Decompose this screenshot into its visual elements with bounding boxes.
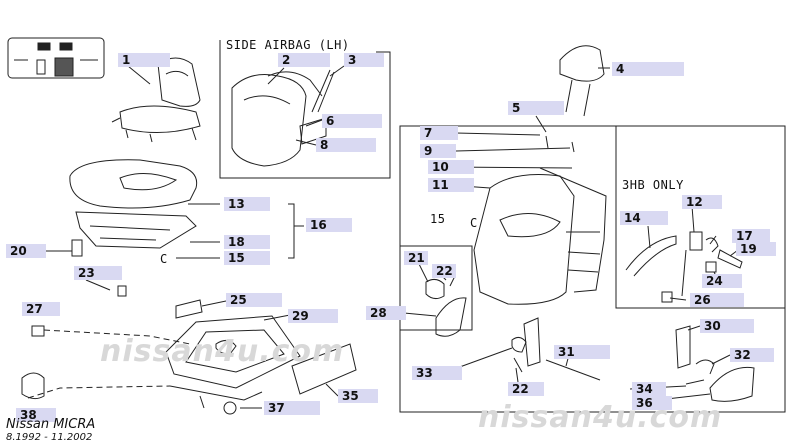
seat-assembly-drawing <box>111 57 201 143</box>
callout-36[interactable]: 36 <box>632 396 672 410</box>
callout-19[interactable]: 19 <box>736 242 776 256</box>
callout-27[interactable]: 27 <box>22 302 60 316</box>
watermark-center: nissan4u.com <box>100 334 345 369</box>
callout-5[interactable]: 5 <box>508 101 564 115</box>
callout-22-lower[interactable]: 22 <box>508 382 544 396</box>
airbag-seatback-drawing <box>231 69 335 167</box>
callout-18[interactable]: 18 <box>224 235 270 249</box>
callout-23[interactable]: 23 <box>74 266 122 280</box>
callout-11[interactable]: 11 <box>428 178 474 192</box>
option-label: 3HB ONLY <box>622 178 684 192</box>
callout-22-upper[interactable]: 22 <box>432 264 456 278</box>
side-airbag-label: SIDE AIRBAG (LH) <box>226 38 350 52</box>
side-cover-drawing <box>675 325 755 402</box>
interior-location-icon <box>7 37 105 79</box>
callout-26[interactable]: 26 <box>690 293 744 307</box>
model-name: Nissan MICRA <box>6 417 96 432</box>
callout-15[interactable]: 15 <box>224 251 270 265</box>
lever-parts-drawing <box>625 231 743 303</box>
callout-32[interactable]: 32 <box>730 348 774 362</box>
seat-slide-drawing <box>165 299 357 409</box>
callout-1[interactable]: 1 <box>118 53 170 67</box>
callout-31[interactable]: 31 <box>554 345 610 359</box>
callout-34[interactable]: 34 <box>632 382 666 396</box>
callout-38[interactable]: 38 <box>16 408 56 422</box>
production-period: 8.1992 - 11.2002 <box>6 432 93 443</box>
recliner-parts-drawing <box>425 272 601 381</box>
seatback-drawing <box>473 135 607 305</box>
callout-17[interactable]: 17 <box>732 229 770 243</box>
callout-3[interactable]: 3 <box>344 53 384 67</box>
callout-6[interactable]: 6 <box>322 114 382 128</box>
ref-15-label: 15 <box>430 212 446 226</box>
ref-c-label: C <box>470 216 478 230</box>
callout-13[interactable]: 13 <box>224 197 270 211</box>
callout-4[interactable]: 4 <box>612 62 684 76</box>
seat-cushion-drawing <box>69 159 198 257</box>
callout-20[interactable]: 20 <box>6 244 46 258</box>
callout-25[interactable]: 25 <box>226 293 282 307</box>
callout-35[interactable]: 35 <box>338 389 378 403</box>
ref-c-left-label: C <box>160 252 168 266</box>
callout-12[interactable]: 12 <box>682 195 722 209</box>
small-parts-drawing <box>21 285 127 400</box>
headrest-drawing <box>559 45 605 117</box>
callout-14[interactable]: 14 <box>620 211 668 225</box>
callout-10[interactable]: 10 <box>428 160 474 174</box>
callout-8[interactable]: 8 <box>316 138 376 152</box>
side-airbag-frame <box>219 40 391 179</box>
callout-30[interactable]: 30 <box>700 319 754 333</box>
callout-33[interactable]: 33 <box>412 366 462 380</box>
callout-21[interactable]: 21 <box>404 251 428 265</box>
watermark-bottom-right: nissan4u.com <box>478 400 723 435</box>
dashed-routing-line <box>27 329 191 399</box>
callout-16[interactable]: 16 <box>306 218 352 232</box>
callout-37[interactable]: 37 <box>264 401 320 415</box>
callout-9[interactable]: 9 <box>420 144 456 158</box>
callout-28[interactable]: 28 <box>366 306 406 320</box>
callout-24[interactable]: 24 <box>702 274 742 288</box>
callout-7[interactable]: 7 <box>420 126 458 140</box>
option-frame <box>615 126 785 309</box>
callout-29[interactable]: 29 <box>288 309 338 323</box>
callout-2[interactable]: 2 <box>278 53 330 67</box>
ref-b-circle <box>223 401 237 415</box>
